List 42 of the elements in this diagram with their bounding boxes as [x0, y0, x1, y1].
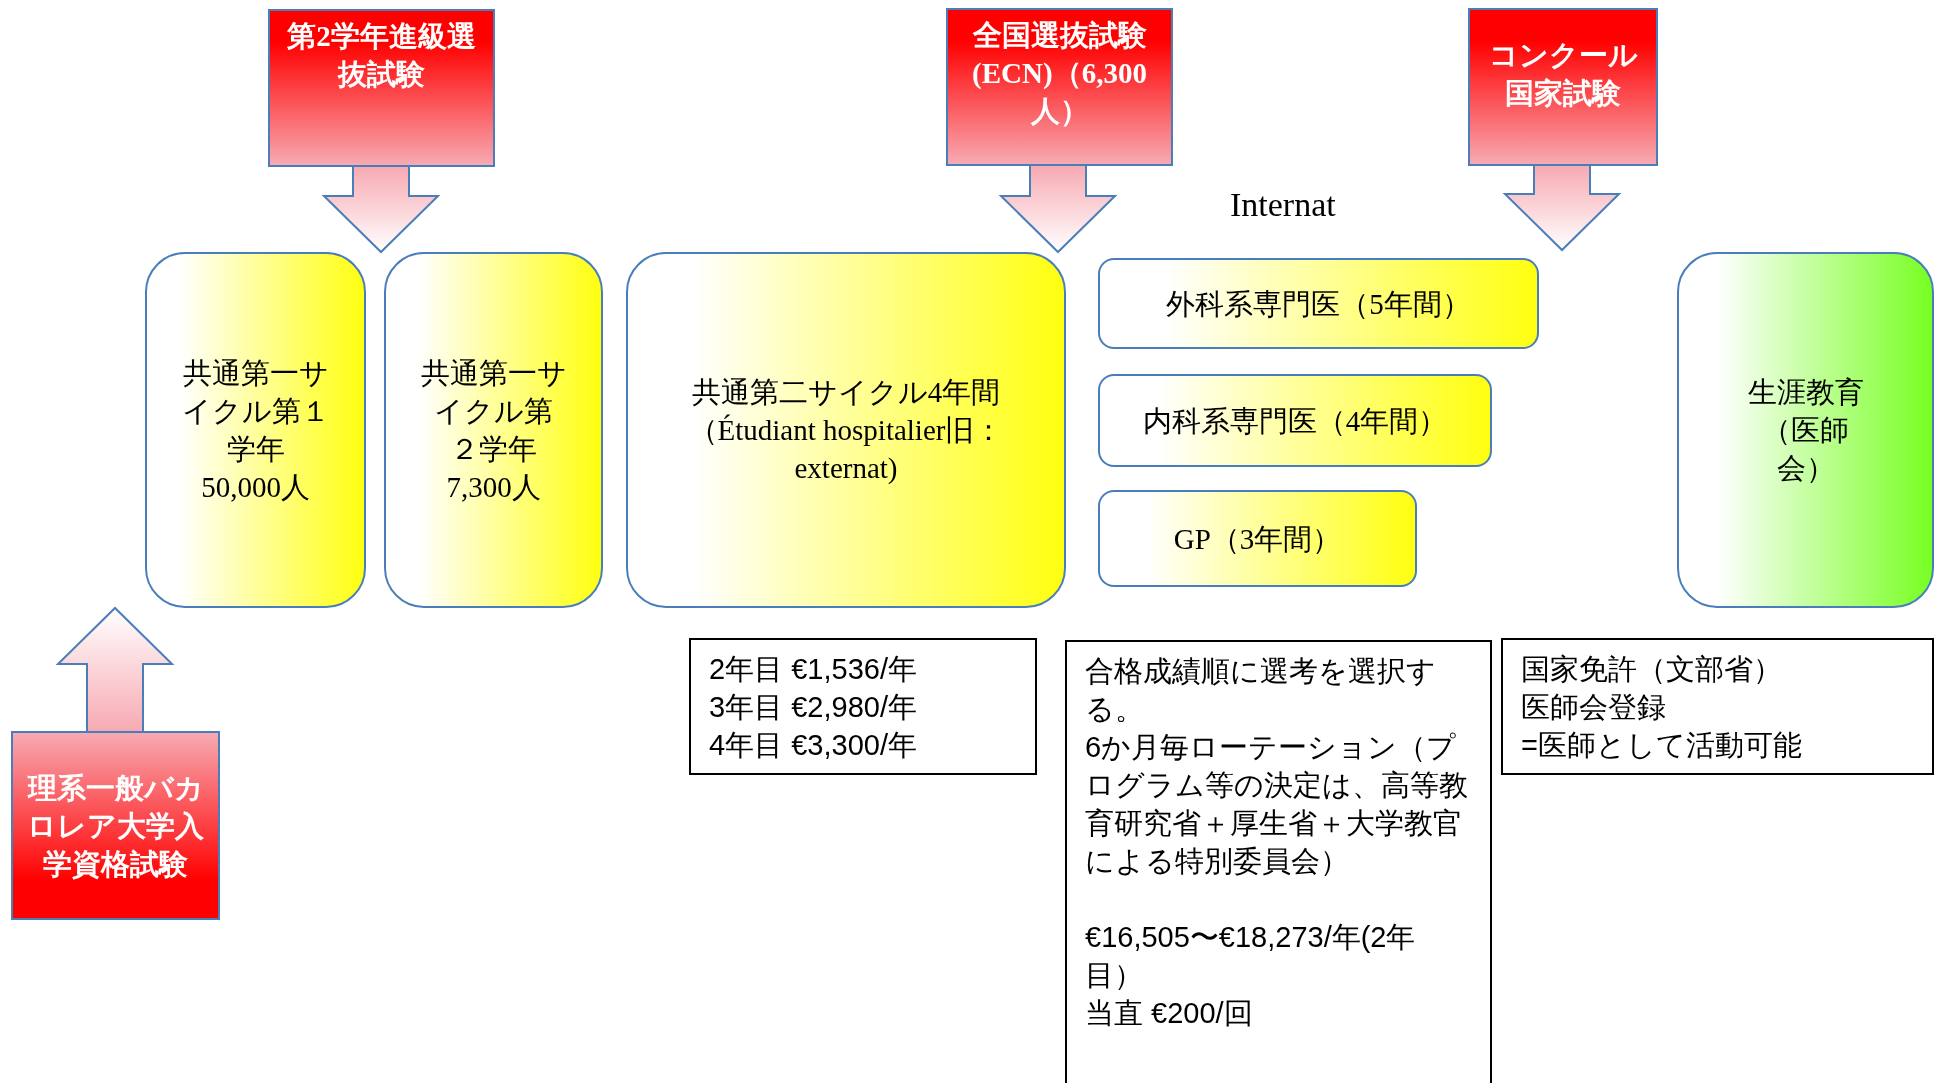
box-text: 当直 €200/回	[1085, 996, 1253, 1031]
block-arrow	[998, 165, 1118, 254]
note-box	[689, 638, 1037, 775]
stage-box	[1677, 252, 1934, 608]
box-text: 国家免許（文部省）	[1521, 652, 1782, 687]
stage-box	[1098, 374, 1492, 467]
stage-box	[384, 252, 603, 608]
box-text: 理系一般バカロレア大学入学資格試験	[26, 770, 205, 882]
block-arrow	[1502, 165, 1622, 252]
exam-box	[268, 9, 495, 167]
box-text: 生涯教育（医師会）	[1746, 375, 1865, 486]
stage-box	[626, 252, 1066, 608]
box-text: 第2学年進級選抜試験	[286, 19, 477, 92]
exam-box	[946, 8, 1173, 166]
stage-box	[1098, 490, 1417, 587]
note-box	[1065, 640, 1492, 1083]
box-text: 50,000人	[201, 470, 310, 505]
box-text: 全国選抜試験(ECN)（6,300人）	[971, 18, 1148, 129]
box-text: 合格成績順に選考を選択する。	[1085, 654, 1437, 727]
box-text: 内科系専門医（4年間）	[1142, 403, 1448, 439]
block-arrow	[321, 166, 441, 254]
stage-box	[1098, 258, 1539, 349]
box-text: 共通第二サイクル4年間（Étudiant hospitalier旧：externat)	[688, 375, 1004, 486]
box-text: 3年目 €2,980/年	[709, 690, 917, 725]
box-text: 2年目 €1,536/年	[709, 652, 917, 687]
exam-box	[1468, 8, 1658, 166]
block-arrow	[55, 606, 175, 732]
stage-box	[145, 252, 366, 608]
section-heading: Internat	[1230, 186, 1336, 224]
box-text: €16,505〜€18,273/年(2年目）	[1085, 920, 1417, 993]
box-text: =医師として活動可能	[1521, 728, 1802, 763]
note-box	[1501, 638, 1934, 775]
box-text: 共通第一サイクル第１学年	[181, 356, 330, 467]
box-text: GP（3年間）	[1173, 521, 1342, 557]
box-text: コンクール国家試験	[1487, 38, 1639, 111]
box-text: 医師会登録	[1521, 690, 1666, 725]
box-text: 4年目 €3,300/年	[709, 728, 917, 763]
box-text: 6か月毎ローテーション（プログラム等の決定は、高等教育研究省＋厚生省＋大学教官による特別委員会）	[1085, 730, 1469, 879]
box-text: 共通第一サイクル第２学年	[420, 356, 567, 467]
box-text: 7,300人	[446, 470, 541, 505]
exam-box	[11, 731, 220, 920]
box-text: 外科系専門医（5年間）	[1166, 286, 1471, 322]
